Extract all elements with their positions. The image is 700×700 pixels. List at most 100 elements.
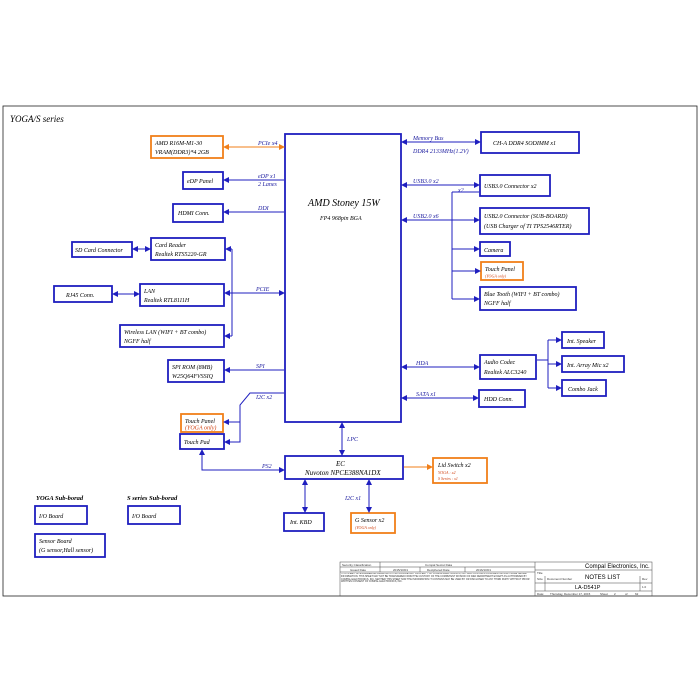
gpu-line1: AMD R16M-M1-30 (154, 141, 202, 147)
sensor-board-box (34, 533, 106, 558)
hda-label: HDA (415, 361, 429, 367)
rj45-label: RJ45 Conn. (65, 292, 94, 299)
usb3-label: USB3.0 Connector x2 (484, 184, 537, 190)
tb-rev: Rev (642, 577, 648, 581)
usb3-box (479, 174, 551, 197)
card-reader-line1: Card Reader (155, 243, 187, 249)
combo-jack-label: Combo Jack (568, 387, 598, 393)
lan-line2: Realtek RTL8111H (143, 298, 190, 304)
x2-label: x2 (457, 188, 464, 194)
wlan-line2: NGFF half (123, 338, 152, 345)
tb-issued-val: 2015/10/01 (393, 568, 408, 572)
usb30-label: USB3.0 x2 (413, 179, 439, 185)
g-sensor-line1: G Sensor x2 (355, 518, 384, 524)
camera-label: Camera (484, 248, 503, 254)
ps2-link (199, 449, 285, 473)
tb-of-val: 62 (635, 592, 639, 596)
tb-issued-date: Issued Date (350, 568, 366, 572)
lanes-label: 2 Lanes (258, 182, 278, 188)
yoga-io-label: I/O Board (38, 514, 64, 520)
ec-line1: EC (335, 460, 345, 468)
dimm-label: CH-A DDR4 SODIMM x1 (493, 140, 556, 147)
page-title: YOGA/S series (10, 114, 64, 124)
ddi-label: DDI (257, 206, 270, 212)
tb-date-val: Thursday, December 17, 2015 (550, 592, 591, 596)
hdd-label: HDD Conn. (483, 397, 513, 403)
usb2-line2: (USB Charger of TI TPS2546RTER) (484, 223, 571, 230)
bt-line2: NGFF half (483, 300, 512, 307)
spi-rom-line2: W25Q64FVSSIQ (172, 373, 214, 380)
gpu-line2: VRAM(DDR3)*4 2GB (155, 149, 209, 156)
cpu-package: FP4 968pin BGA (319, 215, 362, 222)
ddr4-label: DDR4 2133MHz(1.2V) (412, 148, 469, 155)
tb-of: of (625, 592, 628, 596)
tb-sheet-val: 2 (614, 592, 616, 596)
usb20-label: USB2.0 x6 (413, 214, 439, 220)
mic-box (561, 355, 625, 373)
bt-box (479, 286, 577, 311)
i2c-x2-label: I2C x2 (255, 395, 272, 401)
sata-label: SATA x1 (416, 392, 436, 398)
lid-switch-line1: Lid Switch x2 (437, 463, 471, 469)
tb-doc-no: Document Number (547, 577, 572, 581)
i2c-to-touchpad (224, 392, 284, 445)
lid-switch-line3: S Series : x1 (438, 476, 458, 481)
pcie-label: PCIE (255, 287, 270, 293)
edp-panel-label: eDP Panel (187, 179, 213, 185)
g-sensor-box (350, 512, 396, 534)
tb-title-lbl: Title (537, 571, 543, 575)
dimm-box (480, 131, 580, 154)
card-reader-line2: Realtek RTS5220-GR (154, 252, 207, 258)
touch-panel-left-line2: (YOGA only) (185, 425, 216, 432)
s-sub-title: S series Sub-borad (127, 495, 178, 502)
bt-line1: Blue Tooth (WIFI + BT combo) (484, 291, 560, 298)
lpc-label: LPC (346, 437, 359, 443)
audio-box (479, 354, 537, 380)
hdd-box (478, 389, 526, 408)
tb-security: Security Classification (342, 563, 372, 567)
tb-date: Date: (537, 592, 544, 596)
lid-switch-box (432, 457, 488, 484)
s-io-box (127, 505, 181, 525)
ps2-label: PS2 (261, 464, 272, 470)
touch-panel-right-line2: (YOGA only) (485, 274, 507, 279)
cpu-box (284, 133, 402, 423)
edp-x1-label: eDP x1 (258, 174, 276, 180)
touch-panel-left-line1: Touch Panel (185, 419, 215, 425)
touch-pad-label: Touch Pad (184, 440, 211, 446)
sensor-line2: (G sensor,Hall sensor) (39, 547, 93, 554)
yoga-io-box (34, 505, 88, 525)
usb2-line1: USB2.0 Connector (SUB-BOARD) (484, 213, 567, 220)
sensor-line1: Sensor Board (39, 539, 73, 545)
speaker-box (561, 331, 605, 349)
hdmi-label: HDMI Conn. (177, 211, 210, 217)
tb-size: Size (537, 577, 543, 581)
touch-panel-right-line1: Touch Panel (485, 267, 515, 273)
tb-rev-val: 1.0 (642, 585, 647, 589)
camera-box (479, 241, 511, 257)
spi-rom-line1: SPI ROM (8MB) (172, 364, 212, 371)
tb-notice-wrap: THIS SHEET OF ENGINEERING DRAWING IS THE… (341, 573, 530, 583)
yoga-sub-title: YOGA Sub-borad (36, 495, 84, 502)
tb-decipher-val: 2016/10/01 (476, 568, 491, 572)
memory-bus-label: Memory Bus (412, 136, 444, 142)
sd-card-label: SD Card Connector (75, 248, 123, 254)
pcie-x4-label: PCIe x4 (257, 140, 278, 147)
lid-switch-line2: YOGA : x2 (438, 470, 455, 475)
g-sensor-line2: (YOGA only) (355, 525, 377, 530)
int-kbd-box (283, 512, 325, 532)
speaker-label: Int. Speaker (566, 339, 597, 345)
usb2-box (479, 207, 590, 235)
tb-decipher-date: Deciphered Date (427, 568, 450, 572)
ec-line2: Nuvoton NPCE388NA1DX (304, 469, 381, 477)
mic-label: Int. Array Mic x2 (566, 363, 609, 369)
ec-box (284, 455, 404, 480)
i2c-x1-label: I2C x1 (344, 496, 361, 502)
tb-doc-val: LA-D541P (575, 585, 601, 591)
tb-sheet: Sheet (600, 592, 608, 596)
tb-company: Compal Electronics, Inc. (585, 564, 650, 570)
int-kbd-label: Int. KBD (289, 520, 312, 526)
lan-line1: LAN (143, 289, 156, 295)
touch-panel-right-box (480, 261, 524, 281)
